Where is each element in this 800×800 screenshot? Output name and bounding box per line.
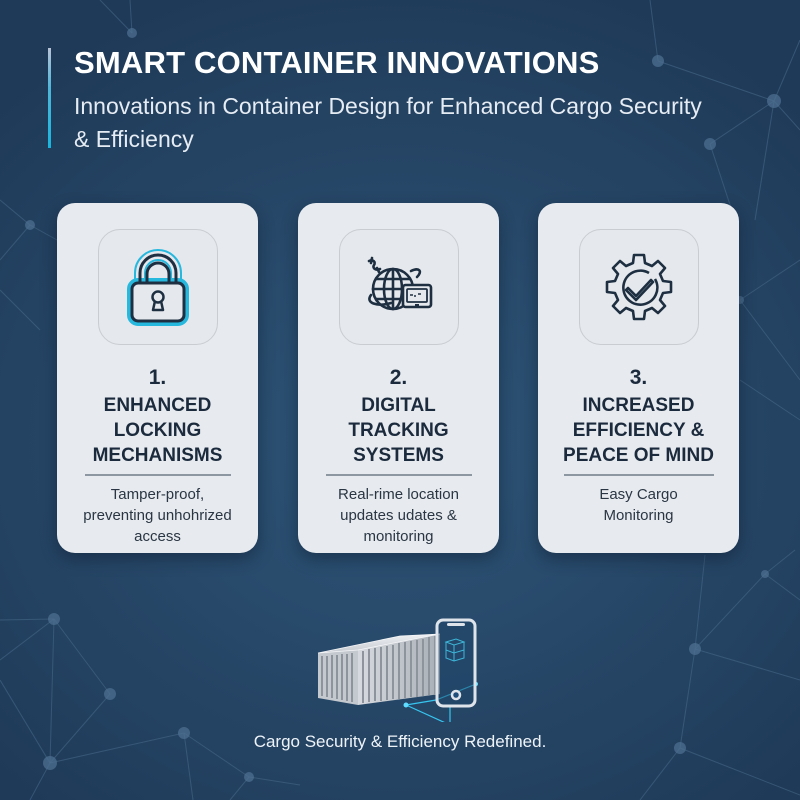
feature-card-locking: 1. ENHANCED LOCKING MECHANISMS Tamper-pr… (57, 203, 258, 553)
smartphone-icon (435, 618, 477, 708)
icon-tile (578, 229, 699, 345)
card-description: Easy Cargo Monitoring (599, 485, 678, 524)
page-subtitle: Innovations in Container Design for Enha… (74, 93, 702, 152)
divider (84, 474, 231, 476)
shipping-container-icon (317, 633, 441, 705)
icon-tile (338, 229, 459, 345)
tagline: Cargo Security & Efficiency Redefined. (253, 732, 547, 751)
feature-card-efficiency: 3. INCREASED EFFICIENCY & PEACE OF MIND … (538, 203, 739, 553)
divider (563, 474, 714, 476)
feature-card-tracking: 2. DIGITAL TRACKING SYSTEMS Real-rime lo… (298, 203, 499, 553)
gear-check-icon (605, 253, 672, 321)
card-title: INCREASED EFFICIENCY & PEACE OF MIND (563, 395, 714, 466)
accent-bar (48, 48, 51, 148)
globe-monitor-icon (367, 256, 432, 311)
card-title: DIGITAL TRACKING SYSTEMS (348, 395, 449, 466)
card-number: 2. (389, 366, 408, 389)
card-number: 3. (629, 366, 648, 389)
card-title: ENHANCED LOCKING MECHANISMS (92, 395, 223, 466)
container-phone-illustration (317, 618, 478, 722)
divider (325, 474, 472, 476)
card-number: 1. (148, 366, 167, 389)
card-description: Real-rime location updates udates & moni… (338, 485, 459, 545)
card-description: Tamper-proof, preventing unhohrized acce… (83, 485, 232, 545)
icon-tile (97, 229, 218, 345)
padlock-icon (126, 249, 189, 326)
page-title: SMART CONTAINER INNOVATIONS (74, 45, 600, 80)
